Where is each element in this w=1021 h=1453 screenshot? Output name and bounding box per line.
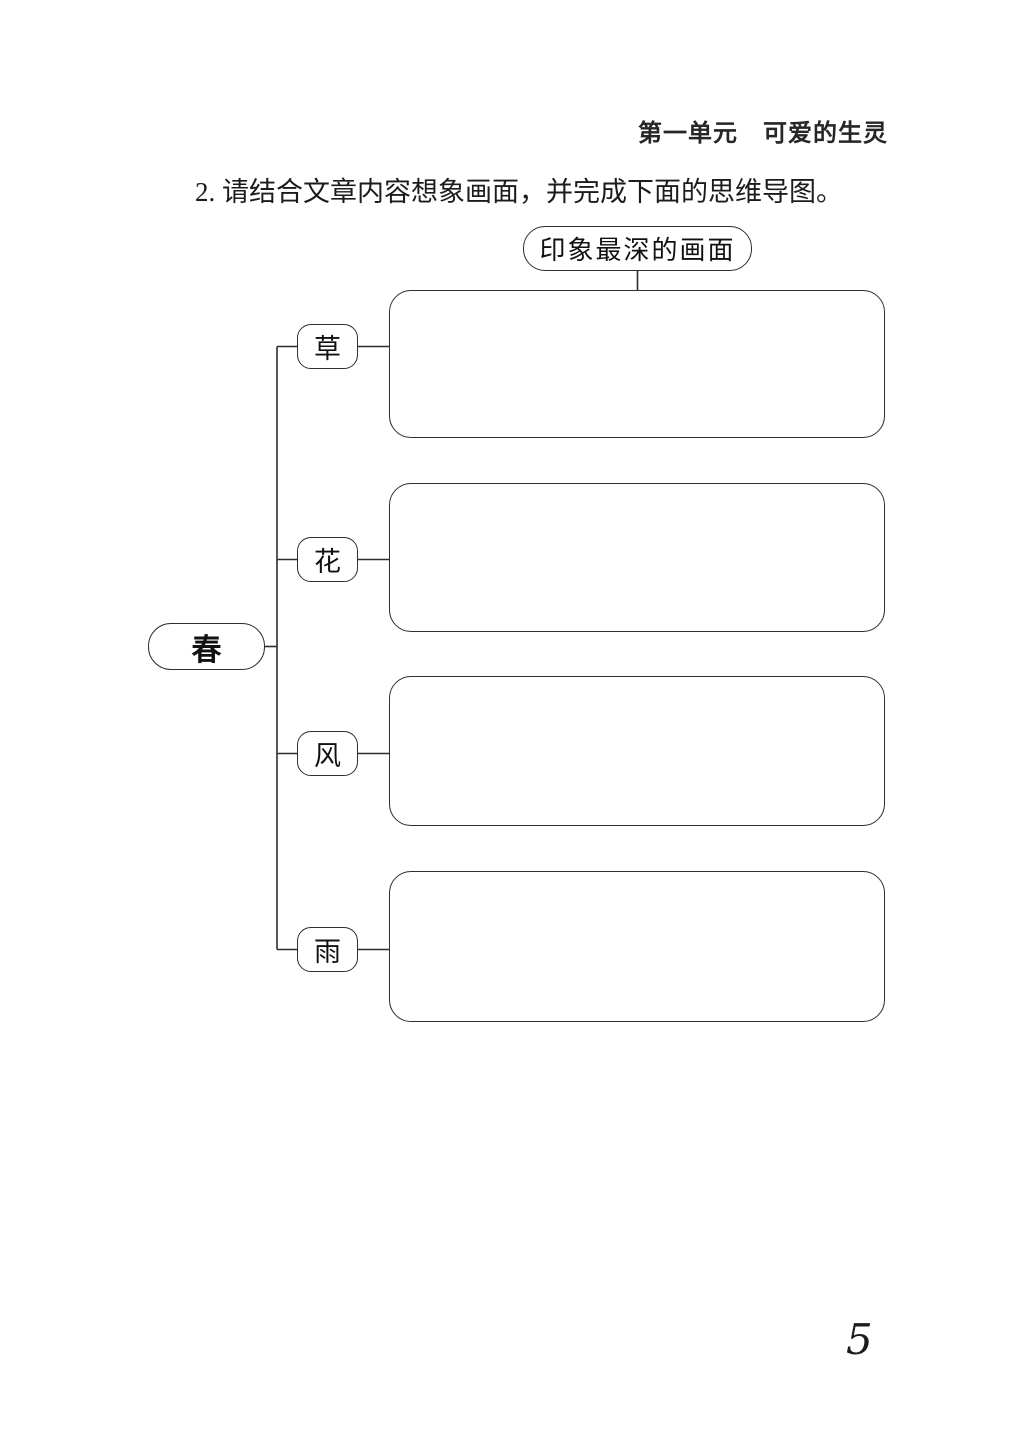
root-node-spring: 春 <box>148 623 265 670</box>
answer-box-wind <box>389 676 885 826</box>
branch-node-flower: 花 <box>297 537 358 582</box>
branch-node-label: 风 <box>314 741 341 772</box>
answer-box-rain <box>389 871 885 1022</box>
answer-box-flower <box>389 483 885 632</box>
branch-node-label: 草 <box>314 334 341 365</box>
instruction: 2. 请结合文章内容想象画面，并完成下面的思维导图。 <box>195 177 843 207</box>
branch-node-label: 花 <box>314 547 341 578</box>
top-node: 印象最深的画面 <box>523 226 752 271</box>
unit-header: 第一单元 可爱的生灵 <box>638 120 888 147</box>
branch-node-grass: 草 <box>297 324 358 369</box>
top-node-label: 印象最深的画面 <box>539 236 736 266</box>
branch-node-label: 雨 <box>314 937 341 968</box>
branch-node-rain: 雨 <box>297 927 358 972</box>
root-node-label: 春 <box>191 632 222 668</box>
answer-box-grass <box>389 290 885 438</box>
branch-node-wind: 风 <box>297 731 358 776</box>
page-number: 5 <box>846 1315 873 1364</box>
